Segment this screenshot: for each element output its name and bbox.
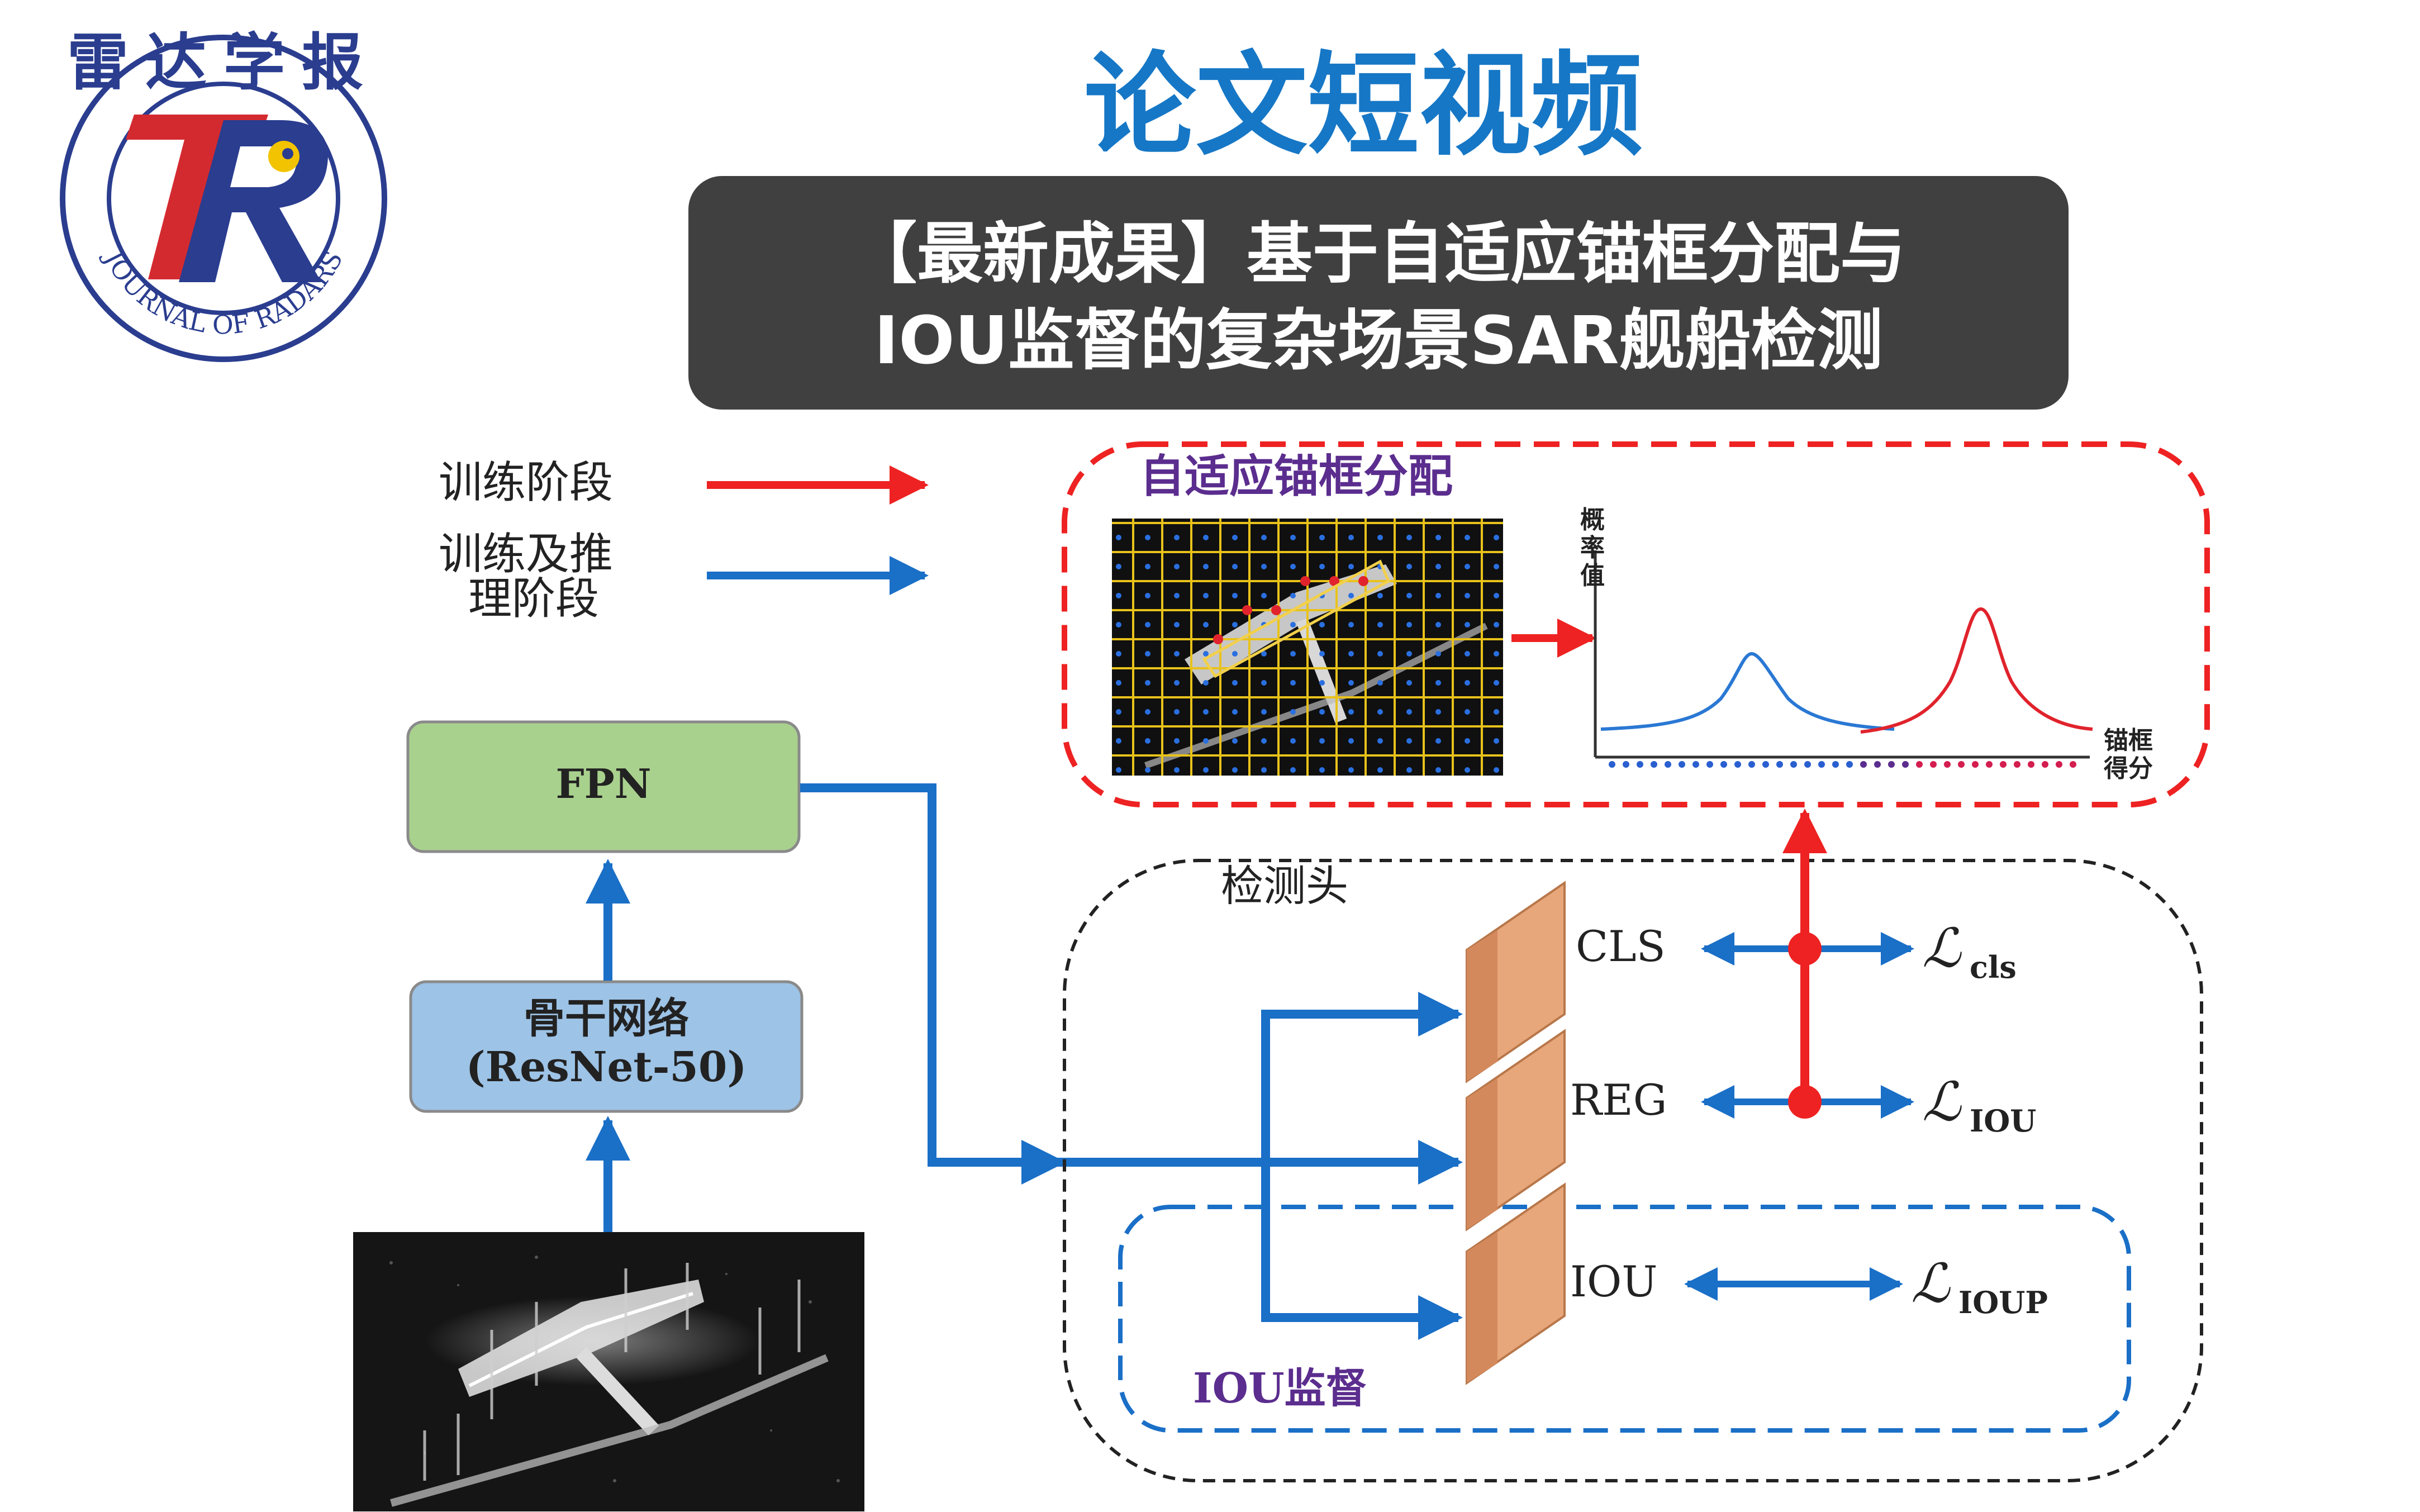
loss-ioup: ℒ IOUP	[1911, 1252, 2048, 1320]
detection-head-region	[1063, 859, 2203, 1482]
y-label-char-3: 值	[1580, 562, 1605, 590]
head-block-iou	[1466, 1182, 1566, 1385]
loss-iou: ℒ IOU	[1922, 1071, 2036, 1139]
logo-j-shape	[126, 115, 268, 279]
fpn-label: FPN	[555, 760, 651, 807]
detection-head-title: 检测头	[1221, 861, 1348, 911]
probability-plot: 概 率 值 锚框 得分	[1580, 506, 2153, 783]
x-label-line1: 锚框	[2104, 726, 2153, 755]
loss-iou-symbol: ℒ	[1922, 1071, 1962, 1133]
y-label-char-1: 概	[1580, 506, 1605, 534]
loss-ioup-symbol: ℒ	[1911, 1252, 1951, 1315]
subtitle-banner-bg	[688, 176, 2069, 410]
red-junction-reg	[1788, 1085, 1822, 1119]
loss-iou-subscript: IOU	[1970, 1103, 2036, 1139]
fpn-output-line	[800, 783, 1066, 1185]
head-block-reg	[1466, 1029, 1566, 1232]
logo-cn-text: 雷达学报	[67, 26, 380, 98]
backbone-label-line1: 骨干网络	[524, 995, 689, 1043]
logo-r-shape	[179, 120, 328, 282]
page-title: 论文短视频	[1084, 41, 1643, 171]
backbone-label-line2: (ResNet-50)	[466, 1043, 747, 1091]
adaptive-assignment-region	[1062, 441, 2210, 807]
subtitle-line-1: 【最新成果】基于自适应锚框分配与	[851, 215, 1906, 292]
head-block-cls	[1466, 881, 1566, 1083]
backbone-block: 骨干网络 (ResNet-50)	[409, 980, 804, 1113]
sar-input-image	[353, 1232, 864, 1511]
adaptive-assignment-title: 自适应锚框分配	[1140, 450, 1453, 502]
anchor-score-dots	[1609, 761, 2076, 768]
legend-train-infer-line1: 训练及推	[439, 529, 613, 579]
architecture-diagram: 训练阶段 训练及推 理阶段 FPN 骨干网络 (ResNet-50)	[353, 441, 2210, 1511]
red-junction-cls	[1788, 932, 1822, 966]
legend: 训练阶段 训练及推 理阶段	[439, 458, 929, 624]
fpn-box	[406, 720, 801, 853]
legend-training-label: 训练阶段	[439, 458, 613, 508]
fpn-block: FPN	[406, 720, 801, 853]
negative-distribution-curve	[1600, 652, 1895, 731]
y-label-char-2: 率	[1580, 534, 1605, 562]
subtitle-banner: 【最新成果】基于自适应锚框分配与 IOU监督的复杂场景SAR舰船检测	[688, 176, 2069, 410]
loss-cls-symbol: ℒ	[1922, 917, 1962, 980]
loss-cls: ℒ cls	[1922, 917, 2017, 985]
journal-logo: 雷达学报 JOURNAL OF RADARS	[60, 26, 387, 362]
logo-eye-pupil	[282, 148, 293, 159]
cls-label: CLS	[1576, 921, 1666, 971]
backbone-box	[409, 980, 804, 1113]
iou-supervision-region	[1118, 1205, 2131, 1433]
anchor-grid-image	[1112, 519, 1503, 776]
feature-to-cls-arrow	[1261, 992, 1463, 1162]
feature-to-iou-arrow	[1261, 1162, 1463, 1340]
reg-label: REG	[1570, 1075, 1667, 1125]
loss-ioup-subscript: IOUP	[1958, 1285, 2048, 1320]
loss-cls-subscript: cls	[1970, 949, 2017, 985]
iou-supervision-label: IOU监督	[1193, 1364, 1367, 1413]
x-label-line2: 得分	[2103, 754, 2153, 783]
positive-distribution-curve	[1860, 607, 2093, 734]
subtitle-line-2: IOU监督的复杂场景SAR舰船检测	[874, 302, 1882, 379]
iou-label: IOU	[1570, 1257, 1657, 1306]
legend-train-infer-line2: 理阶段	[468, 574, 599, 624]
